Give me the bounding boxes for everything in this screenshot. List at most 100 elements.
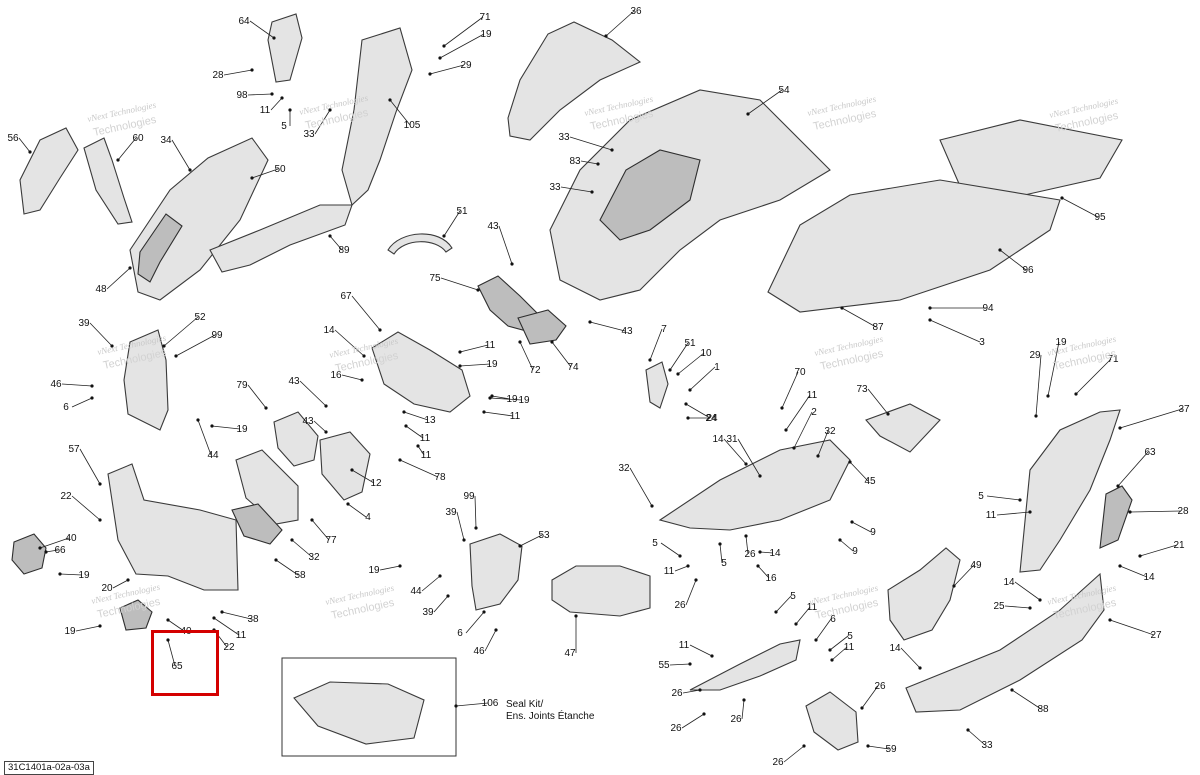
fastener-dot [220, 610, 224, 614]
callout-65: 65 [171, 661, 183, 672]
callout-51: 51 [456, 206, 468, 217]
fastener-dot [428, 72, 432, 76]
part-48-grille [137, 213, 183, 283]
leader-line [334, 329, 365, 357]
leader-line [213, 617, 240, 636]
callout-19: 19 [486, 359, 498, 370]
part-7-bracket [645, 361, 669, 409]
leader-line [167, 639, 176, 667]
fastener-dot [388, 98, 392, 102]
part-88-bumper [905, 572, 1105, 713]
leader-line [986, 495, 1021, 501]
leader-line [106, 267, 131, 290]
callout-39: 39 [422, 607, 434, 618]
leader-line [379, 565, 401, 571]
leader-line [569, 136, 613, 151]
fastener-dot [1028, 510, 1032, 514]
fastener-dot [686, 564, 690, 568]
leader-line [669, 663, 691, 666]
fastener-dot [360, 378, 364, 382]
leader-lines [18, 10, 1183, 763]
fastener-dot [346, 502, 350, 506]
leader-line [341, 374, 363, 381]
callout-96: 96 [1022, 265, 1034, 276]
leader-line [440, 277, 479, 291]
leader-line [689, 366, 716, 391]
fastener-dot [90, 396, 94, 400]
callout-11: 11 [236, 630, 247, 641]
fastener-dot [1108, 618, 1112, 622]
leader-line [719, 543, 723, 564]
leader-line [759, 551, 774, 554]
fastener-dot [702, 712, 706, 716]
callout-67: 67 [340, 291, 352, 302]
fastener-dot [756, 564, 760, 568]
callout-26: 26 [874, 681, 886, 692]
callout-99: 99 [211, 330, 223, 341]
fastener-dot [678, 554, 682, 558]
part-79-grille [273, 411, 319, 467]
fastener-dot [668, 368, 672, 372]
fastener-dot [550, 340, 554, 344]
leader-line [117, 137, 137, 161]
leader-line [519, 534, 543, 547]
callout-12: 12 [370, 478, 382, 489]
callout-58: 58 [294, 570, 306, 581]
leader-line [291, 539, 313, 558]
leader-line [781, 371, 799, 409]
seal-kit-label-line2: Ens. Joints Étanche [506, 711, 595, 722]
fastener-dot [110, 344, 114, 348]
fastener-dot [830, 658, 834, 662]
part-87-floor-plate [767, 179, 1061, 313]
callout-88: 88 [1037, 704, 1049, 715]
leader-line [347, 503, 367, 518]
callout-44: 44 [207, 450, 219, 461]
leader-line [560, 186, 593, 193]
part-89-lower-panel [209, 204, 353, 273]
leader-line [251, 168, 279, 179]
callout-10: 10 [700, 348, 712, 359]
fastener-dot [98, 518, 102, 522]
leader-line [311, 519, 330, 541]
fastener-dot [816, 454, 820, 458]
callout-53: 53 [538, 530, 550, 541]
leader-line [839, 539, 854, 552]
part-31-support [658, 439, 851, 531]
leader-line [1129, 510, 1182, 513]
callout-29: 29 [1029, 350, 1041, 361]
callout-14: 14 [712, 434, 724, 445]
fastener-dot [462, 538, 466, 542]
fastener-dot [574, 614, 578, 618]
part-67-housing [371, 331, 471, 413]
fastener-dot [378, 328, 382, 332]
fastener-dot [604, 34, 608, 38]
leader-line [491, 395, 511, 400]
leader-line [59, 573, 83, 576]
leader-line [474, 495, 477, 529]
callout-26: 26 [671, 688, 683, 699]
callout-19: 19 [78, 570, 90, 581]
fastener-dot [272, 36, 276, 40]
fastener-dot [650, 504, 654, 508]
fastener-dot [446, 594, 450, 598]
fastener-dot [438, 56, 442, 60]
callout-54: 54 [778, 85, 790, 96]
leader-line [299, 380, 327, 407]
fastener-dot [758, 474, 762, 478]
leader-line [741, 699, 745, 720]
part-78-grille [319, 431, 371, 501]
leader-line [351, 295, 381, 331]
callout-26: 26 [670, 723, 682, 734]
fastener-dot [38, 546, 42, 550]
callout-2: 2 [811, 407, 817, 418]
callout-60: 60 [132, 133, 144, 144]
callout-3: 3 [979, 337, 985, 348]
part-73-panel [865, 403, 941, 453]
fastener-dot [482, 410, 486, 414]
part-66-fog-lamp [11, 533, 47, 575]
leader-line [669, 342, 689, 371]
leader-line [443, 16, 484, 47]
callout-78: 78 [434, 472, 446, 483]
callout-11: 11 [807, 390, 818, 401]
leader-line [682, 689, 701, 694]
